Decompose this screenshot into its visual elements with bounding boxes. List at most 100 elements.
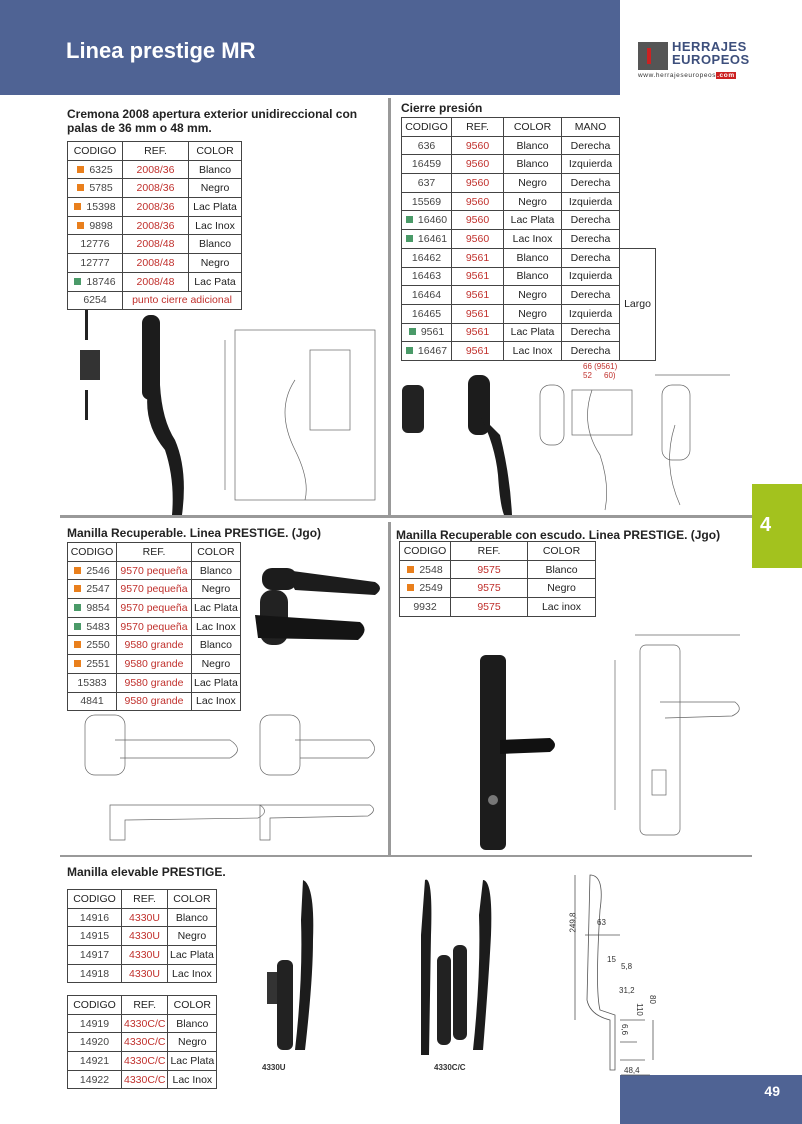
logo-line1: HERRAJES <box>672 39 747 54</box>
ref-cell: 4330C/C <box>120 1051 169 1071</box>
largo-cell: Largo <box>619 247 656 361</box>
color-cell: Negro <box>191 654 241 674</box>
code-cell: 16462 <box>401 247 452 268</box>
mano-cell: Derecha <box>561 285 620 305</box>
color-cell: Lac Plata <box>191 672 241 693</box>
code-cell: 2548 <box>399 559 451 580</box>
elevable-technical-drawing <box>574 874 654 1076</box>
column-header: COLOR <box>167 889 217 909</box>
code-cell: 5785 <box>67 178 123 199</box>
column-header: CODIGO <box>67 995 122 1015</box>
orange-marker-icon <box>77 184 85 192</box>
photo-caption-4330u: 4330U <box>262 1063 286 1072</box>
color-cell: Blanco <box>503 154 562 175</box>
ref-cell: 4330U <box>121 945 168 965</box>
ref-cell: 9561 <box>451 285 504 305</box>
ref-cell: 9570 pequeña <box>116 616 192 637</box>
orange-marker-icon <box>74 566 82 574</box>
orange-marker-icon <box>77 221 85 229</box>
code-cell: 2551 <box>67 654 117 674</box>
code-cell: 16464 <box>401 285 452 305</box>
section-title-recuperable: Manilla Recuperable. Linea PRESTIGE. (Jg… <box>67 526 322 540</box>
mano-cell: Izquierda <box>561 303 620 324</box>
color-cell: Lac Plata <box>503 322 562 343</box>
divider <box>388 98 391 516</box>
column-header: COLOR <box>167 995 218 1015</box>
page-header-band <box>0 0 620 95</box>
code-cell: 16465 <box>401 303 452 324</box>
code-cell: 9932 <box>399 597 451 617</box>
column-header: REF. <box>116 542 192 562</box>
code-cell: 16463 <box>401 266 452 287</box>
dim-label: 249,8 <box>568 912 578 933</box>
section-title-cierre: Cierre presión <box>401 101 483 115</box>
ref-cell: 9570 pequeña <box>116 579 192 600</box>
description-cell: punto cierre adicional <box>122 290 242 311</box>
color-cell: Lac Inox <box>167 963 217 984</box>
code-cell: 16461 <box>401 229 452 249</box>
ref-cell: 2008/48 <box>122 234 189 255</box>
empty-cell <box>620 192 656 211</box>
color-cell: Blanco <box>503 247 562 268</box>
color-cell: Negro <box>503 303 562 324</box>
photo-caption-4330cc: 4330C/C <box>434 1063 466 1072</box>
orange-marker-icon <box>74 585 82 593</box>
cremona-technical-drawing <box>224 329 376 501</box>
section-title-elevable: Manilla elevable PRESTIGE. <box>67 865 226 879</box>
code-cell: 16460 <box>401 210 452 231</box>
dim-label: 15 <box>607 955 616 964</box>
green-marker-icon <box>74 603 82 611</box>
ref-cell: 9570 pequeña <box>116 560 192 581</box>
color-cell: Blanco <box>527 559 596 580</box>
code-cell: 9561 <box>401 322 452 343</box>
column-header: REF. <box>451 117 504 137</box>
orange-marker-icon <box>74 641 82 649</box>
empty-cell <box>620 230 656 249</box>
code-cell: 9898 <box>67 215 123 236</box>
color-cell: Negro <box>503 173 562 193</box>
ref-cell: 9561 <box>451 341 504 361</box>
ref-cell: 9560 <box>451 135 504 156</box>
code-cell: 6325 <box>67 159 123 180</box>
ref-cell: 9561 <box>451 247 504 268</box>
color-cell: Negro <box>167 926 217 947</box>
column-header: COLOR <box>188 141 242 161</box>
color-cell: Lac Inox <box>191 691 241 712</box>
green-marker-icon <box>74 277 82 285</box>
code-cell: 2549 <box>399 578 451 599</box>
ref-cell: 2008/48 <box>122 253 189 273</box>
color-cell: Blanco <box>167 1013 218 1034</box>
column-header: CODIGO <box>67 542 117 562</box>
orange-marker-icon <box>74 202 82 210</box>
mano-cell: Izquierda <box>561 191 620 212</box>
dim-label: 63 <box>597 918 606 927</box>
empty-cell <box>620 136 656 155</box>
orange-marker-icon <box>407 565 415 573</box>
color-cell: Lac Plata <box>503 210 562 231</box>
ref-cell: 2008/48 <box>122 271 189 292</box>
ref-cell: 9580 grande <box>116 654 192 674</box>
chapter-tab: 4 <box>752 484 802 568</box>
color-cell: Negro <box>191 579 241 600</box>
ref-cell: 9560 <box>451 191 504 212</box>
ref-cell: 9560 <box>451 229 504 249</box>
code-cell: 14921 <box>67 1051 122 1071</box>
